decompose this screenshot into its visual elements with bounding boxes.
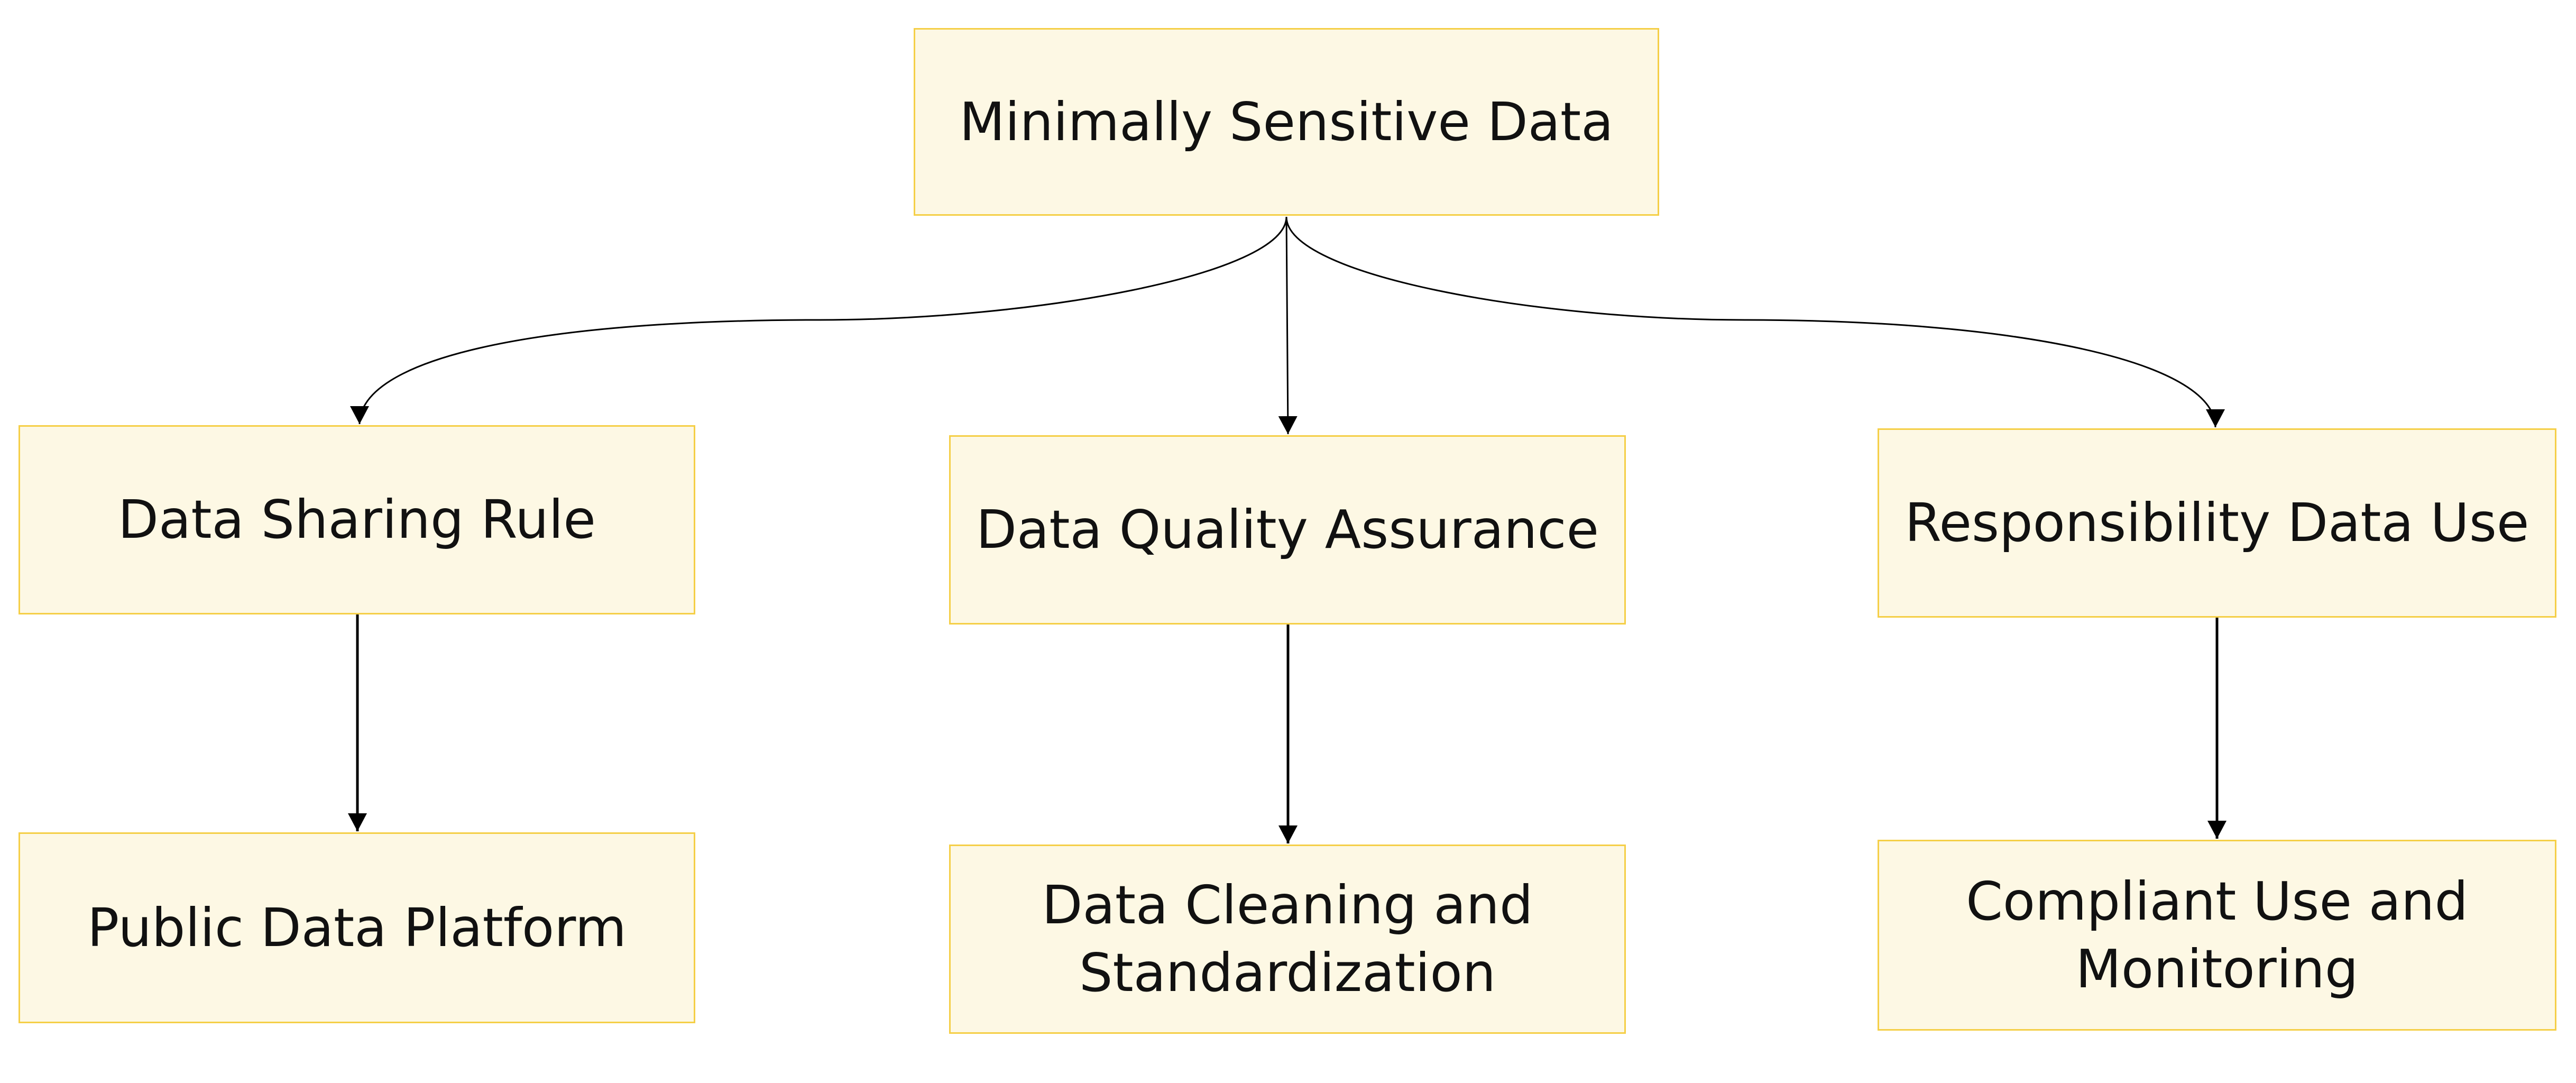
node-data-cleaning-and-standardization: Data Cleaning and Standardization [949,845,1626,1034]
edge-root-to-responsibility-data-use [1285,216,2225,428]
edge-root-to-data-sharing-rule [350,216,1287,425]
node-label: Public Data Platform [87,896,627,959]
node-public-data-platform: Public Data Platform [19,832,695,1023]
edge-root-to-data-quality-assurance [1278,216,1298,435]
node-data-sharing-rule: Data Sharing Rule [19,425,695,614]
node-label: Data Quality Assurance [976,499,1599,561]
node-minimally-sensitive-data: Minimally Sensitive Data [914,28,1659,216]
node-responsibility-data-use: Responsibility Data Use [1878,428,2556,618]
node-compliant-use-and-monitoring: Compliant Use and Monitoring [1878,840,2556,1031]
node-label: Data Sharing Rule [118,489,596,550]
node-label: Compliant Use and Monitoring [1966,870,2468,1000]
node-label: Responsibility Data Use [1905,492,2529,554]
node-label: Data Cleaning and Standardization [1042,874,1533,1004]
node-data-quality-assurance: Data Quality Assurance [949,435,1626,625]
node-label: Minimally Sensitive Data [959,90,1614,153]
